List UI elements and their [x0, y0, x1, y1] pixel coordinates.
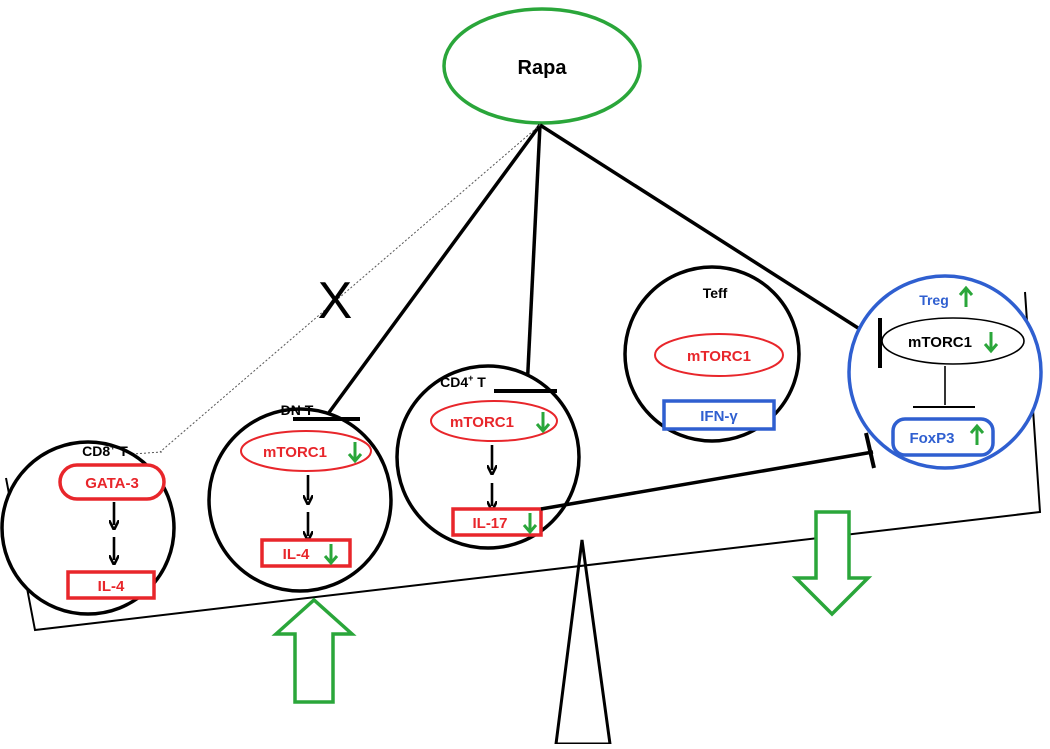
cd4-il17-label: IL-17 [472, 515, 507, 532]
cd8-gata3-label: GATA-3 [85, 475, 139, 492]
il17-treg-inhibition-bar-icon [864, 432, 876, 469]
cd8-label-text: CD8 [82, 443, 110, 459]
cd4-mtorc1-down-arrow-icon [535, 412, 551, 434]
teff-cell-label: Teff [703, 285, 728, 301]
blocked-x-mark: X [318, 272, 353, 330]
rapa-ellipse [442, 7, 642, 125]
cd4-cell-label: CD4+ T [440, 373, 486, 390]
balance-up-arrow-icon [271, 597, 357, 704]
teff-mtorc1-label: mTORC1 [687, 348, 751, 365]
cd4-mtorc1-ellipse [430, 400, 558, 442]
cd8-label-superscript: + [110, 442, 115, 452]
treg-foxp3-box [891, 417, 995, 457]
rapa-to-treg-line [539, 123, 881, 344]
dn-il4-label: IL-4 [283, 546, 310, 563]
dn-cell-label: DN T [281, 402, 314, 418]
treg-mtorc1-label: mTORC1 [908, 334, 972, 351]
teff-ifng-box [662, 399, 776, 431]
treg-up-arrow-icon [958, 285, 974, 307]
rapa-to-cd8-dotted-line [159, 124, 541, 453]
cd8-gata3-box [58, 463, 166, 501]
cd4-label-suffix: T [473, 374, 486, 390]
cd4-mtorc1-label: mTORC1 [450, 414, 514, 431]
cd4-label-superscript: + [468, 373, 473, 383]
cd8-cell-label: CD8+ T [82, 442, 128, 459]
cd8-il4-label: IL-4 [98, 578, 125, 595]
cd4-label-text: CD4 [440, 374, 468, 390]
cd8-dotted-tail [131, 451, 163, 455]
dn-mtorc1-label: mTORC1 [263, 444, 327, 461]
rapa-label: Rapa [518, 57, 568, 79]
cd8-label-suffix: T [115, 443, 128, 459]
treg-mtorc1-down-arrow-icon [983, 332, 999, 354]
cd8-il4-box [66, 570, 156, 600]
il17-to-treg-line [540, 450, 874, 511]
dn-mtorc1-down-arrow-icon [347, 442, 363, 464]
teff-ifng-label: IFN-γ [700, 408, 738, 425]
cd4-il17-box [451, 507, 543, 537]
rapa-to-cd4-line [525, 124, 542, 391]
cd4-il17-down-arrow-icon [522, 513, 538, 535]
treg-cell-label: Treg [919, 292, 949, 308]
treg-foxp3-up-arrow-icon [969, 423, 985, 445]
dn-il4-down-arrow-icon [323, 544, 339, 566]
teff-mtorc1-ellipse [654, 333, 784, 377]
treg-mtorc1-ellipse [881, 317, 1025, 365]
dn-mtorc1-ellipse [240, 430, 372, 472]
fulcrum-triangle [554, 539, 612, 746]
rapa-to-dn-line [323, 123, 542, 420]
treg-foxp3-label: FoxP3 [909, 430, 954, 447]
balance-down-arrow-icon [791, 510, 873, 617]
dn-il4-box [260, 538, 352, 568]
